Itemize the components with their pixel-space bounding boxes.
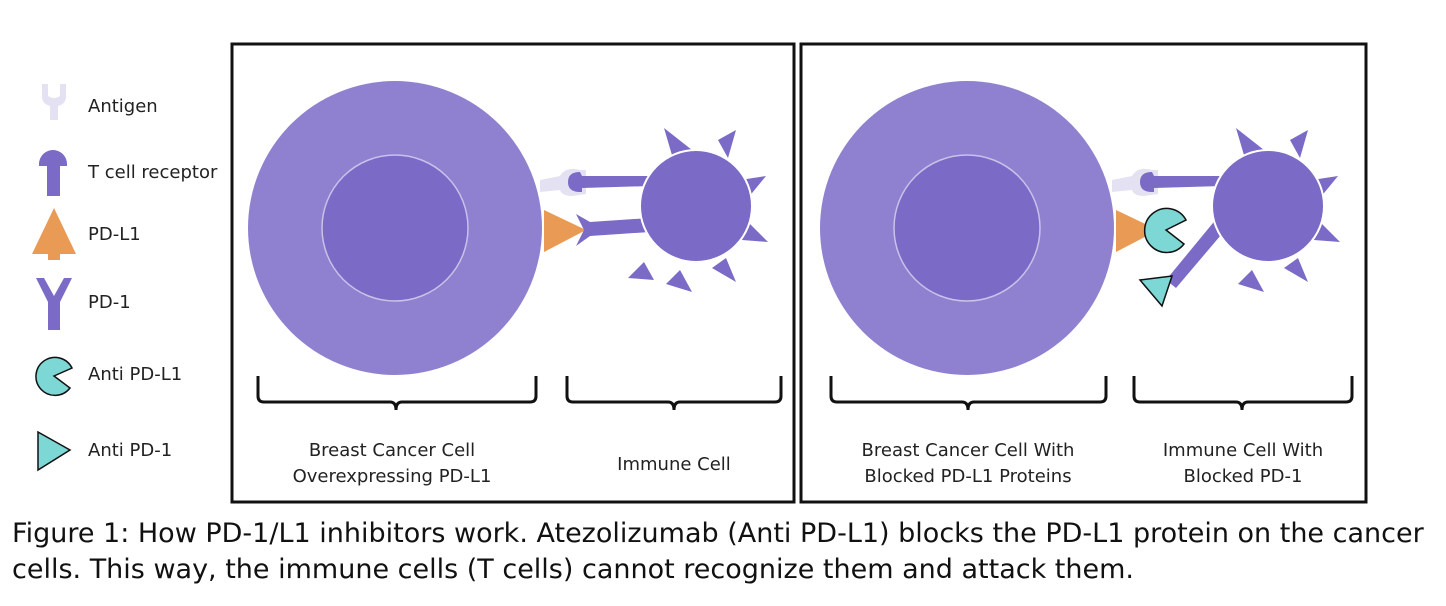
diagram — [32, 42, 1368, 504]
legend-t-cell-receptor-icon — [39, 150, 67, 196]
label-line: Blocked PD-1 — [1183, 466, 1303, 487]
legend-antigen-icon — [42, 84, 66, 120]
label-line: Immune Cell — [617, 454, 731, 475]
panel-2-frame — [799, 42, 1368, 504]
panel-1-pd-l1 — [544, 210, 586, 252]
panel-2-anti-pd-l1 — [1143, 207, 1188, 254]
legend-label-pd-l1: PD-L1 — [88, 224, 141, 245]
legend-pd-l1-icon — [32, 208, 76, 260]
panel-2-left-brace — [829, 376, 1108, 411]
panel-1-pd-1 — [576, 214, 650, 246]
panel-1-tcr — [568, 172, 650, 192]
label-line: Blocked PD-L1 Proteins — [864, 466, 1072, 487]
label-line: Immune Cell With — [1162, 440, 1324, 461]
panel-2-right-brace — [1132, 376, 1354, 411]
legend-pd-1-icon — [36, 278, 72, 330]
panel-1-cancer-cell — [248, 81, 542, 375]
panel-2-immune-cell-label: Immune Cell With Blocked PD-1 — [1134, 438, 1352, 490]
legend-label-pd-1: PD-1 — [88, 292, 131, 313]
legend-label-anti-pd-1: Anti PD-1 — [88, 440, 173, 461]
legend-label-antigen: Antigen — [88, 96, 158, 117]
panel-2-tcr — [1140, 172, 1222, 192]
label-line: Overexpressing PD-L1 — [292, 466, 492, 487]
panel-2-pd-1 — [1166, 212, 1232, 288]
panel-1-right-brace — [565, 376, 783, 411]
panel-2-immune-cell — [1211, 128, 1340, 292]
label-line: Breast Cancer Cell — [308, 440, 476, 461]
legend-label-anti-pd-l1: Anti PD-L1 — [88, 364, 183, 385]
panel-1-immune-cell-label: Immune Cell — [567, 452, 781, 478]
panel-1-left-brace — [256, 376, 538, 411]
panel-1-cancer-cell-label: Breast Cancer Cell Overexpressing PD-L1 — [247, 438, 537, 490]
legend-anti-pd-1-icon — [37, 430, 72, 472]
panel-2-cancer-cell — [820, 81, 1114, 375]
panel-2-pd-l1 — [1116, 210, 1158, 252]
figure-caption: Figure 1: How PD-1/L1 inhibitors work. A… — [12, 518, 1424, 585]
panel-1-immune-cell — [628, 128, 768, 292]
label-line: Breast Cancer Cell With — [861, 440, 1075, 461]
legend-anti-pd-l1-icon — [35, 356, 74, 397]
legend-label-t-cell-receptor: T cell receptor — [88, 162, 218, 183]
panel-2-anti-pd-1 — [1138, 275, 1174, 308]
panel-2-cancer-cell-label: Breast Cancer Cell With Blocked PD-L1 Pr… — [823, 438, 1113, 490]
panel-1-frame — [230, 42, 796, 504]
